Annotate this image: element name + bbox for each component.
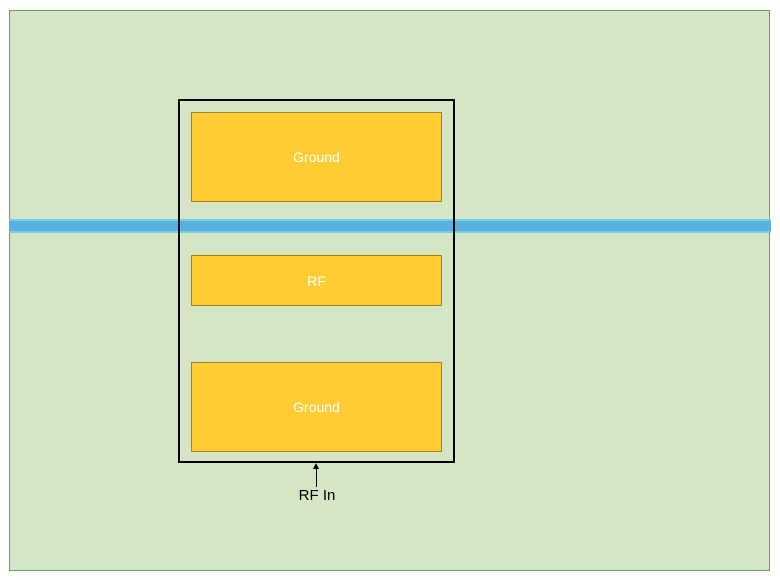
arrow-shaft xyxy=(316,467,317,487)
ground-pad-bottom: Ground xyxy=(191,362,442,452)
rf-pad: RF xyxy=(191,255,442,306)
rf-pad-label: RF xyxy=(307,272,326,289)
ground-pad-top-label: Ground xyxy=(293,149,340,165)
ground-pad-bottom-label: Ground xyxy=(293,399,340,415)
rf-in-caption: RF In xyxy=(298,487,336,504)
ground-pad-top: Ground xyxy=(191,112,442,202)
transmission-line-strip xyxy=(9,219,771,233)
arrow-head xyxy=(313,463,319,469)
connector-footprint-outline xyxy=(178,99,455,463)
up-arrow-icon xyxy=(313,463,319,487)
